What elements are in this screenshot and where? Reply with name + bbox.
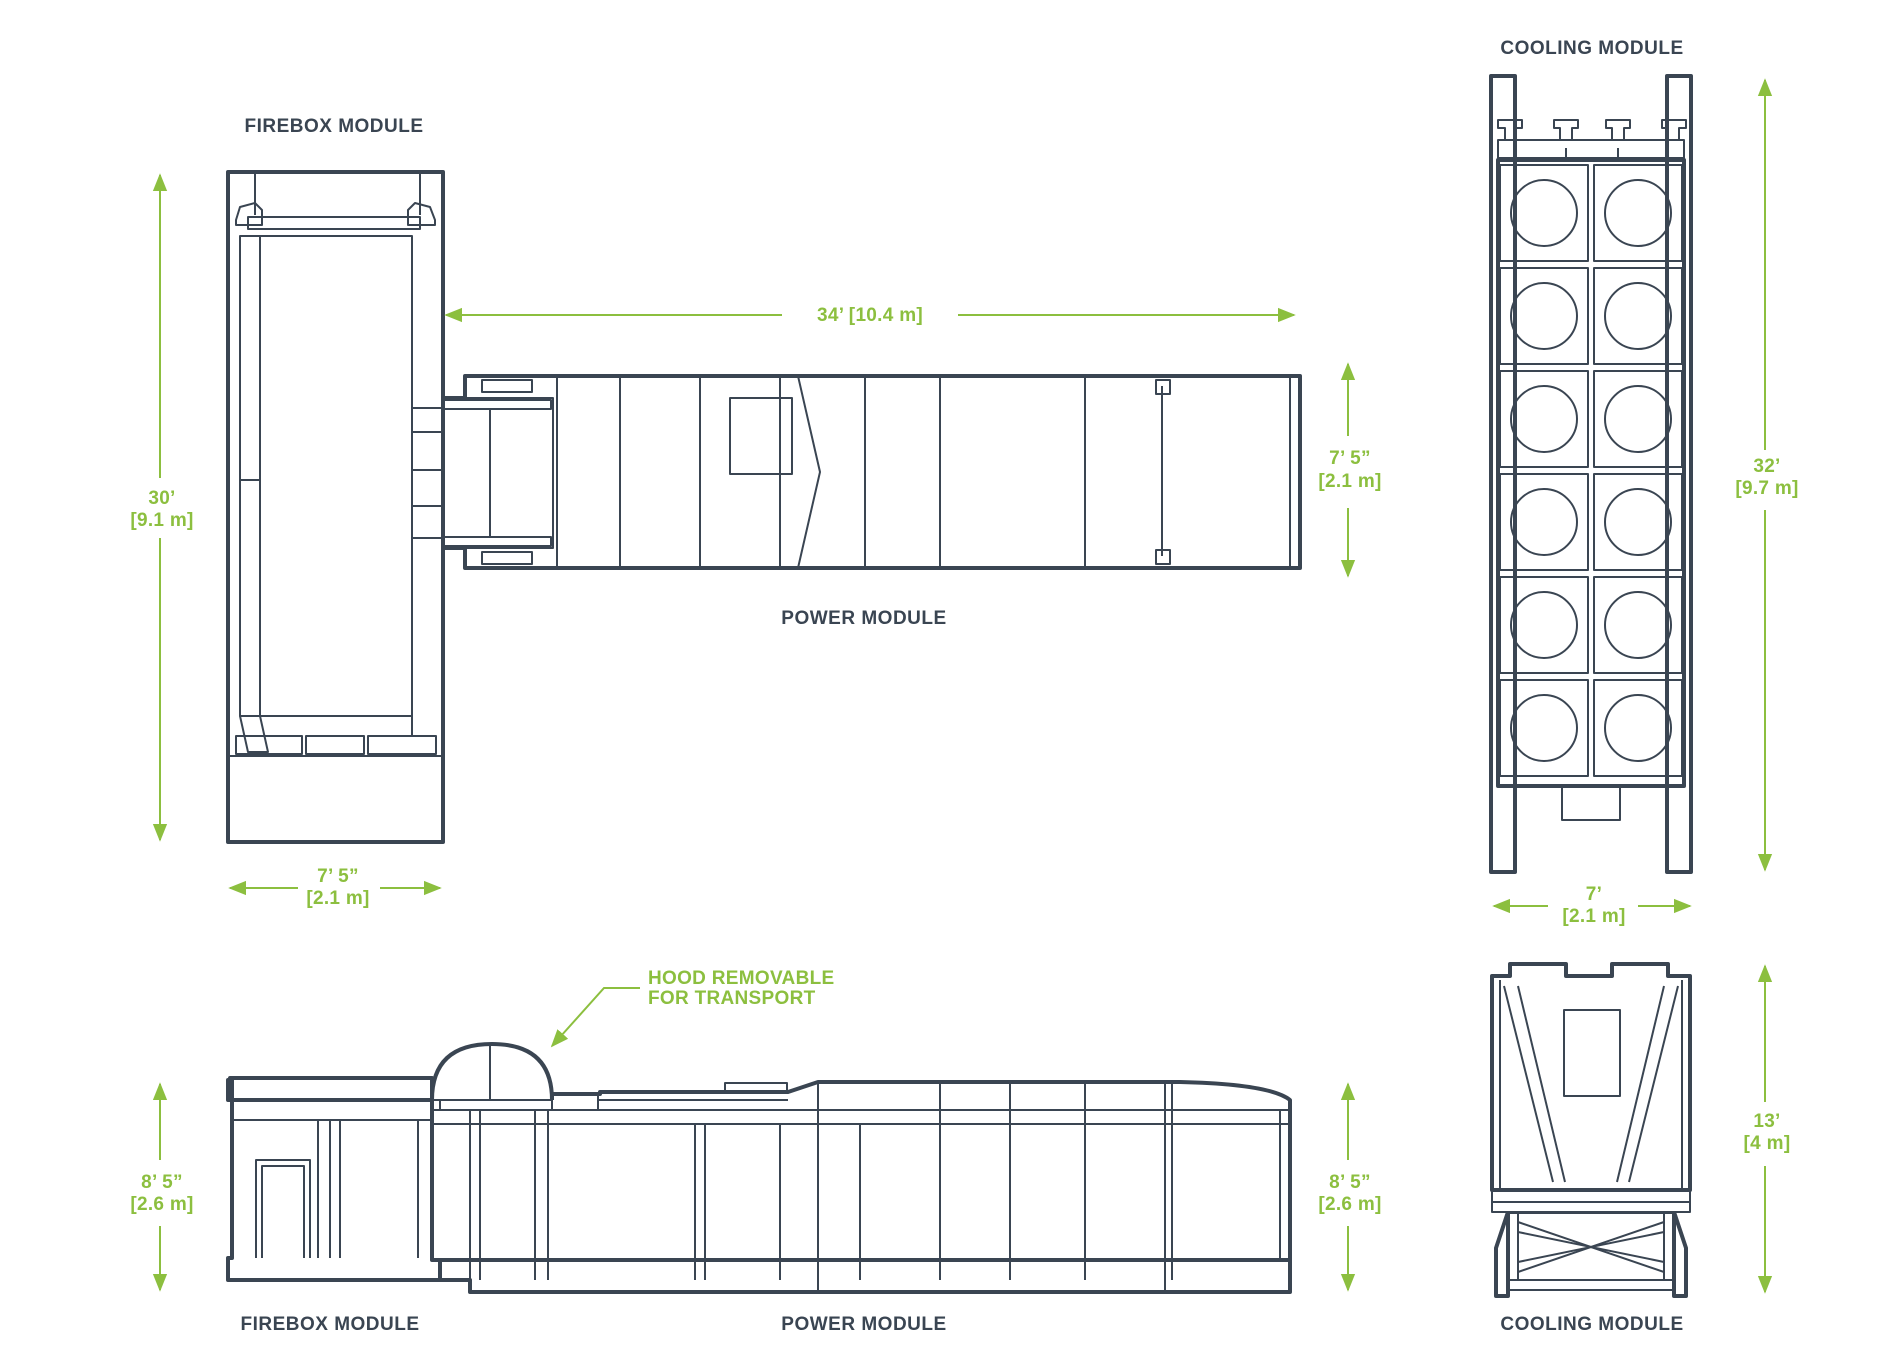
- side-left-height-imperial: 8’ 5”: [141, 1172, 183, 1193]
- fan-icon: [1604, 179, 1672, 247]
- power-length-dimension: 34’ [10.4 m]: [817, 305, 923, 326]
- fan-housing: [1593, 164, 1683, 262]
- fan-housing: [1593, 267, 1683, 365]
- fan-icon: [1510, 694, 1578, 762]
- fan-housing: [1499, 164, 1589, 262]
- side-right-height-imperial: 8’ 5”: [1329, 1172, 1371, 1193]
- side-right-height-metric: [2.6 m]: [1318, 1194, 1381, 1215]
- fan-icon: [1604, 488, 1672, 556]
- fan-icon: [1604, 385, 1672, 453]
- power-module-side-label: POWER MODULE: [781, 1314, 946, 1335]
- fan-housing: [1593, 370, 1683, 468]
- cooling-module-top-label: COOLING MODULE: [1500, 38, 1683, 59]
- fan-housing: [1499, 679, 1589, 777]
- power-module-top-label: POWER MODULE: [781, 608, 946, 629]
- fan-icon: [1510, 385, 1578, 453]
- cooling-length-metric: [9.7 m]: [1735, 478, 1798, 499]
- side-left-height-metric: [2.6 m]: [130, 1194, 193, 1215]
- firebox-module-side-label: FIREBOX MODULE: [240, 1314, 419, 1335]
- fan-icon: [1604, 694, 1672, 762]
- fan-housing: [1499, 576, 1589, 674]
- cooling-length-imperial: 32’: [1753, 456, 1780, 477]
- cooling-height-metric: [4 m]: [1744, 1133, 1791, 1154]
- fan-housing: [1593, 679, 1683, 777]
- power-width-imperial: 7’ 5”: [1329, 448, 1371, 469]
- fan-icon: [1510, 282, 1578, 350]
- fan-housing: [1593, 473, 1683, 571]
- side-elevation: [226, 1042, 1292, 1294]
- cooling-module-top-view: [1489, 74, 1693, 874]
- power-width-metric: [2.1 m]: [1318, 471, 1381, 492]
- firebox-width-imperial: 7’ 5”: [317, 866, 359, 887]
- cooling-module-end-elevation: [1490, 962, 1692, 1298]
- firebox-length-imperial: 30’: [148, 488, 175, 509]
- fan-icon: [1510, 488, 1578, 556]
- cooling-fan-grid: [1499, 164, 1683, 777]
- cooling-module-end-label: COOLING MODULE: [1500, 1314, 1683, 1335]
- fan-icon: [1510, 179, 1578, 247]
- fan-housing: [1499, 473, 1589, 571]
- fan-housing: [1593, 576, 1683, 674]
- fan-housing: [1499, 267, 1589, 365]
- power-module-top-view: [441, 374, 1302, 570]
- fan-housing: [1499, 370, 1589, 468]
- fan-icon: [1604, 282, 1672, 350]
- cooling-width-imperial: 7’: [1586, 884, 1602, 905]
- firebox-module-top-view: [226, 170, 445, 844]
- dimension-lines: [152, 78, 1773, 1294]
- fan-icon: [1510, 591, 1578, 659]
- firebox-length-metric: [9.1 m]: [130, 510, 193, 531]
- cooling-height-imperial: 13’: [1753, 1111, 1780, 1132]
- hood-callout-line2: FOR TRANSPORT: [648, 988, 816, 1009]
- hood-callout-line1: HOOD REMOVABLE: [648, 968, 834, 989]
- fan-icon: [1604, 591, 1672, 659]
- firebox-width-metric: [2.1 m]: [306, 888, 369, 909]
- cooling-width-metric: [2.1 m]: [1562, 906, 1625, 927]
- firebox-module-top-label: FIREBOX MODULE: [244, 116, 423, 137]
